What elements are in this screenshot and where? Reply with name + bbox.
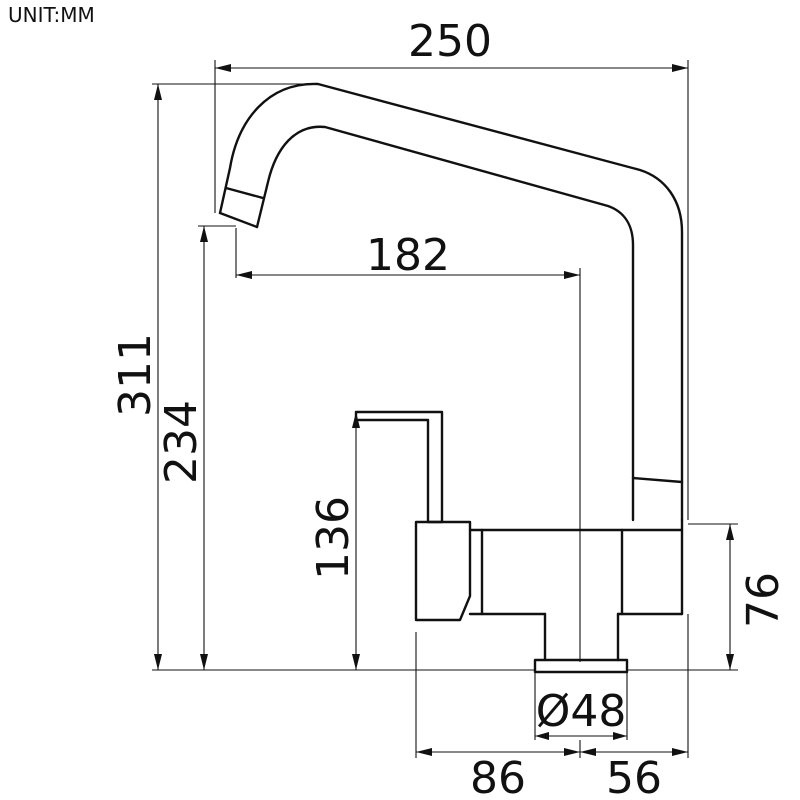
body-center	[468, 528, 484, 616]
dim-spout-height: 234	[156, 400, 207, 484]
dim-overall-width: 250	[408, 16, 492, 67]
spout-nozzle	[224, 186, 265, 200]
body-block	[414, 520, 472, 622]
dimension-lines	[152, 60, 738, 758]
dim-spout-reach: 182	[366, 230, 450, 281]
dim-handle-height: 136	[308, 496, 359, 580]
dim-overall-height: 311	[110, 333, 161, 417]
spout-collar	[631, 476, 684, 484]
handle-lever	[354, 410, 444, 524]
faucet-outline	[218, 82, 684, 674]
dim-base-diameter: Ø48	[536, 686, 627, 737]
dimension-labels: 250 182 311 234 136 76 Ø48 86 56	[110, 16, 789, 800]
unit-label: UNIT:MM	[8, 3, 95, 27]
spout-nozzle-tip	[218, 211, 259, 229]
dim-body-offset: 56	[606, 753, 662, 800]
dim-base-height: 76	[738, 572, 789, 628]
base-plate	[533, 658, 629, 674]
dim-handle-offset: 86	[470, 753, 526, 800]
spout-inner	[255, 125, 635, 522]
spout-outer	[218, 82, 684, 522]
